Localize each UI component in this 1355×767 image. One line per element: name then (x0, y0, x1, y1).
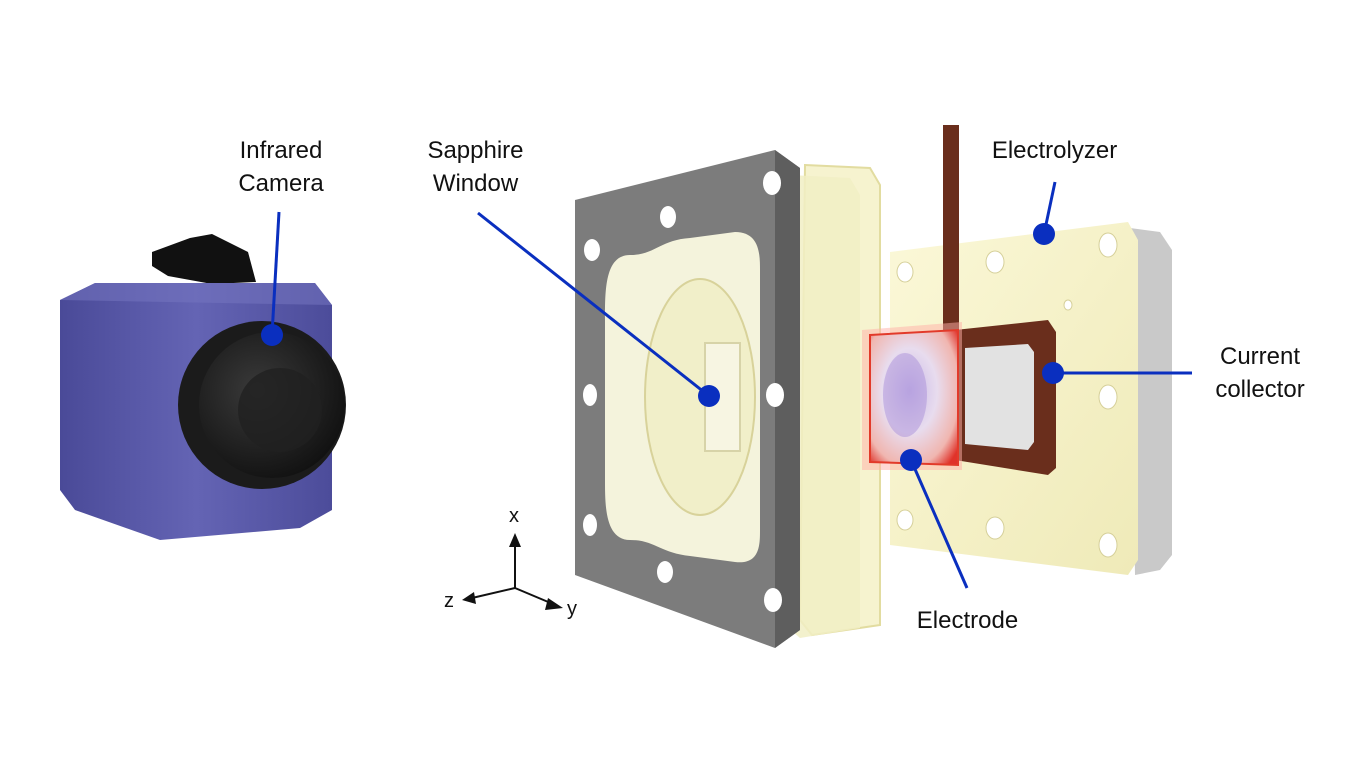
frame-holes (583, 171, 784, 612)
collector-label: Current collector (1200, 340, 1320, 406)
window-holder (575, 150, 881, 648)
electrolyzer-marker (1033, 223, 1055, 245)
camera-marker (261, 324, 283, 346)
axis-triad (462, 533, 563, 610)
electrolyzer-label: Electrolyzer (991, 137, 1118, 164)
window-label-line1: Sapphire (427, 137, 524, 164)
electrode-leader-line (909, 459, 969, 589)
camera-leader-line (270, 211, 281, 336)
camera-label-line1: Infrared (239, 137, 323, 164)
markers (261, 223, 1064, 471)
collector-marker (1042, 362, 1064, 384)
window-label: Sapphire Window (408, 134, 543, 200)
camera-mount (152, 234, 256, 284)
collector-tab (943, 125, 959, 335)
axis-y-label: y (567, 598, 577, 620)
grey-frame-side (775, 150, 800, 648)
window-plate-back-2 (785, 175, 860, 638)
electrode-hotspot (883, 353, 927, 437)
electrode (862, 322, 962, 470)
axis-x-label: x (509, 505, 519, 527)
electrode-label: Electrode (916, 607, 1019, 634)
window-marker (698, 385, 720, 407)
window-label-line2: Window (432, 170, 519, 197)
collector-label-line2: collector (1215, 376, 1305, 403)
leaders (270, 181, 1192, 589)
electrolyzer (890, 125, 1172, 575)
electrolyzer-side (1130, 228, 1172, 575)
camera-label: Infrared Camera (216, 134, 346, 200)
camera-lens-inner (238, 368, 322, 452)
collector-label-line1: Current (1219, 343, 1301, 370)
electrolyzer-holes (896, 232, 1118, 558)
camera-label-line2: Camera (238, 170, 324, 197)
infrared-camera (60, 234, 346, 540)
camera-body-top (60, 283, 332, 305)
collector-window (965, 344, 1034, 450)
window-leader-line (477, 211, 710, 398)
electrode-plate (869, 328, 959, 467)
axis-z-label: z (444, 590, 454, 612)
electrode-marker (900, 449, 922, 471)
